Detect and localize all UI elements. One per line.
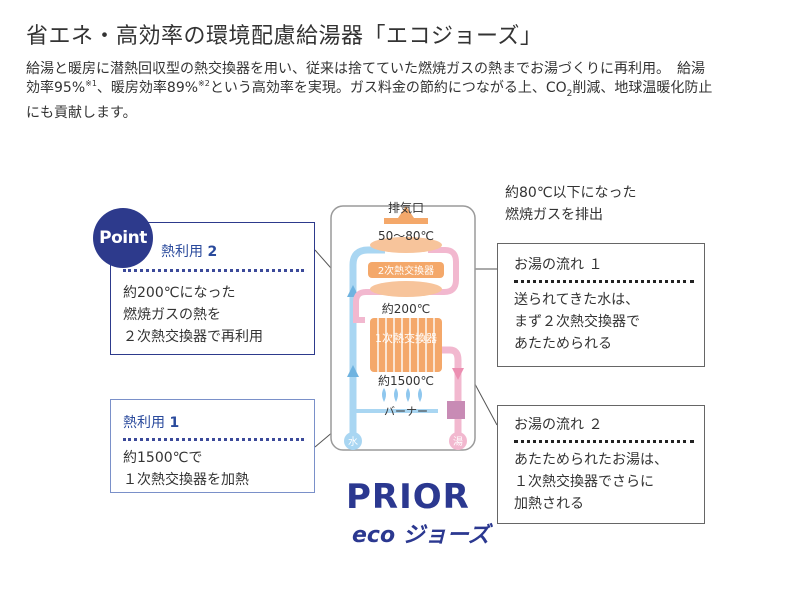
- exhaust-port: [384, 218, 428, 224]
- body-line: ２次熱交換器で再利用: [123, 329, 263, 345]
- heading-number: 2: [207, 244, 218, 260]
- exhaust-arrow-icon: [398, 206, 414, 218]
- intro-fragment: 削減、地球温暖化防止: [572, 80, 713, 96]
- intro-text: 給湯と暖房に潜熱回収型の熱交換器を用い、従来は捨てていた燃焼ガスの熱までお湯づく…: [26, 60, 778, 123]
- flow-arrow-icon: [347, 365, 359, 377]
- body-line: 約1500℃で: [123, 450, 203, 466]
- secondary-heat-exchanger: [368, 262, 444, 278]
- heat-use-1-heading: 熱利用 1: [123, 412, 304, 434]
- hot-water-pipe-upper: [353, 247, 459, 323]
- callout-line: 燃焼ガスを排出: [505, 207, 603, 223]
- page-title: 省エネ・高効率の環境配慮給湯器「エコジョーズ」: [26, 24, 543, 49]
- body-line: １次熱交換器を加熱: [123, 472, 249, 488]
- dotted-divider: [123, 269, 304, 272]
- exhaust-callout: 約80℃以下になった 燃焼ガスを排出: [505, 182, 637, 226]
- cold-water-pipe: [349, 246, 385, 440]
- heat-use-1-box: 熱利用 1 約1500℃で １次熱交換器を加熱: [110, 399, 315, 493]
- primary-heat-exchanger: [370, 318, 442, 372]
- heading-number: 1: [169, 415, 180, 431]
- temp-mid-label: 約200℃: [382, 301, 430, 316]
- body-line: 加熱される: [514, 496, 584, 512]
- water-label: 水: [348, 436, 358, 448]
- point-badge: Point: [93, 208, 153, 268]
- intro-fragment: 効率95%: [26, 80, 86, 96]
- heat-use-2-heading: 熱利用 2: [123, 241, 304, 263]
- burner-label: バーナー: [384, 405, 428, 418]
- water-inlet-icon: [344, 432, 362, 450]
- intro-line-3: にも貢献します。: [26, 104, 137, 121]
- flow-arrow-icon: [452, 368, 464, 380]
- body-line: １次熱交換器でさらに: [514, 474, 654, 490]
- flow-1-heading: お湯の流れ １: [514, 257, 603, 273]
- heading-text: 熱利用: [161, 244, 203, 260]
- primary-hx-label: 1次熱交換器: [375, 331, 437, 345]
- intro-fragment: 、暖房効率89%: [96, 80, 199, 96]
- burner-flames: [382, 388, 422, 402]
- body-line: あたためられる: [514, 336, 612, 352]
- body-line: あたためられたお湯は、: [514, 452, 668, 468]
- water-flow-2-box: お湯の流れ ２ あたためられたお湯は、 １次熱交換器でさらに 加熱される: [497, 405, 705, 524]
- temp-top-label: 50〜80℃: [378, 229, 434, 243]
- temp-burner-label: 約1500℃: [378, 373, 434, 388]
- heading-text: 熱利用: [123, 415, 165, 431]
- dotted-divider: [514, 280, 694, 283]
- body-line: 送られてきた水は、: [514, 292, 640, 308]
- body-line: 約200℃になった: [123, 285, 236, 301]
- gas-valve-icon: [447, 401, 465, 419]
- body-line: まず２次熱交換器で: [514, 314, 640, 330]
- intro-line-1: 給湯と暖房に潜熱回収型の熱交換器を用い、従来は捨てていた燃焼ガスの熱までお湯づく…: [26, 61, 705, 77]
- exhaust-label: 排気口: [388, 200, 424, 215]
- intro-fragment: という高効率を実現。ガス料金の節約につながる上、CO: [209, 80, 567, 96]
- hot-water-outlet-icon: [449, 432, 467, 450]
- subscript: 2: [566, 88, 573, 99]
- dotted-divider: [514, 440, 694, 443]
- secondary-hx-label: 2次熱交換器: [378, 264, 434, 277]
- exchanger-cap: [370, 281, 442, 297]
- exchanger-cap: [370, 237, 442, 253]
- footnote-mark: ※2: [198, 79, 210, 88]
- dotted-divider: [123, 438, 304, 441]
- flow-2-heading: お湯の流れ ２: [514, 417, 603, 433]
- eco-jozu-logo: eco ジョーズ: [352, 523, 490, 548]
- hot-water-pipe: [440, 346, 462, 440]
- footnote-mark: ※1: [85, 79, 97, 88]
- body-line: 燃焼ガスの熱を: [123, 307, 221, 323]
- water-flow-1-box: お湯の流れ １ 送られてきた水は、 まず２次熱交換器で あたためられる: [497, 243, 705, 367]
- prior-logo: PRIOR: [346, 477, 470, 517]
- callout-line: 約80℃以下になった: [505, 185, 637, 201]
- intro-line-2: 効率95%※1、暖房効率89%※2という高効率を実現。ガス料金の節約につながる上…: [26, 79, 778, 104]
- hot-water-label: 湯: [453, 435, 463, 448]
- exchanger-fins: [377, 318, 435, 372]
